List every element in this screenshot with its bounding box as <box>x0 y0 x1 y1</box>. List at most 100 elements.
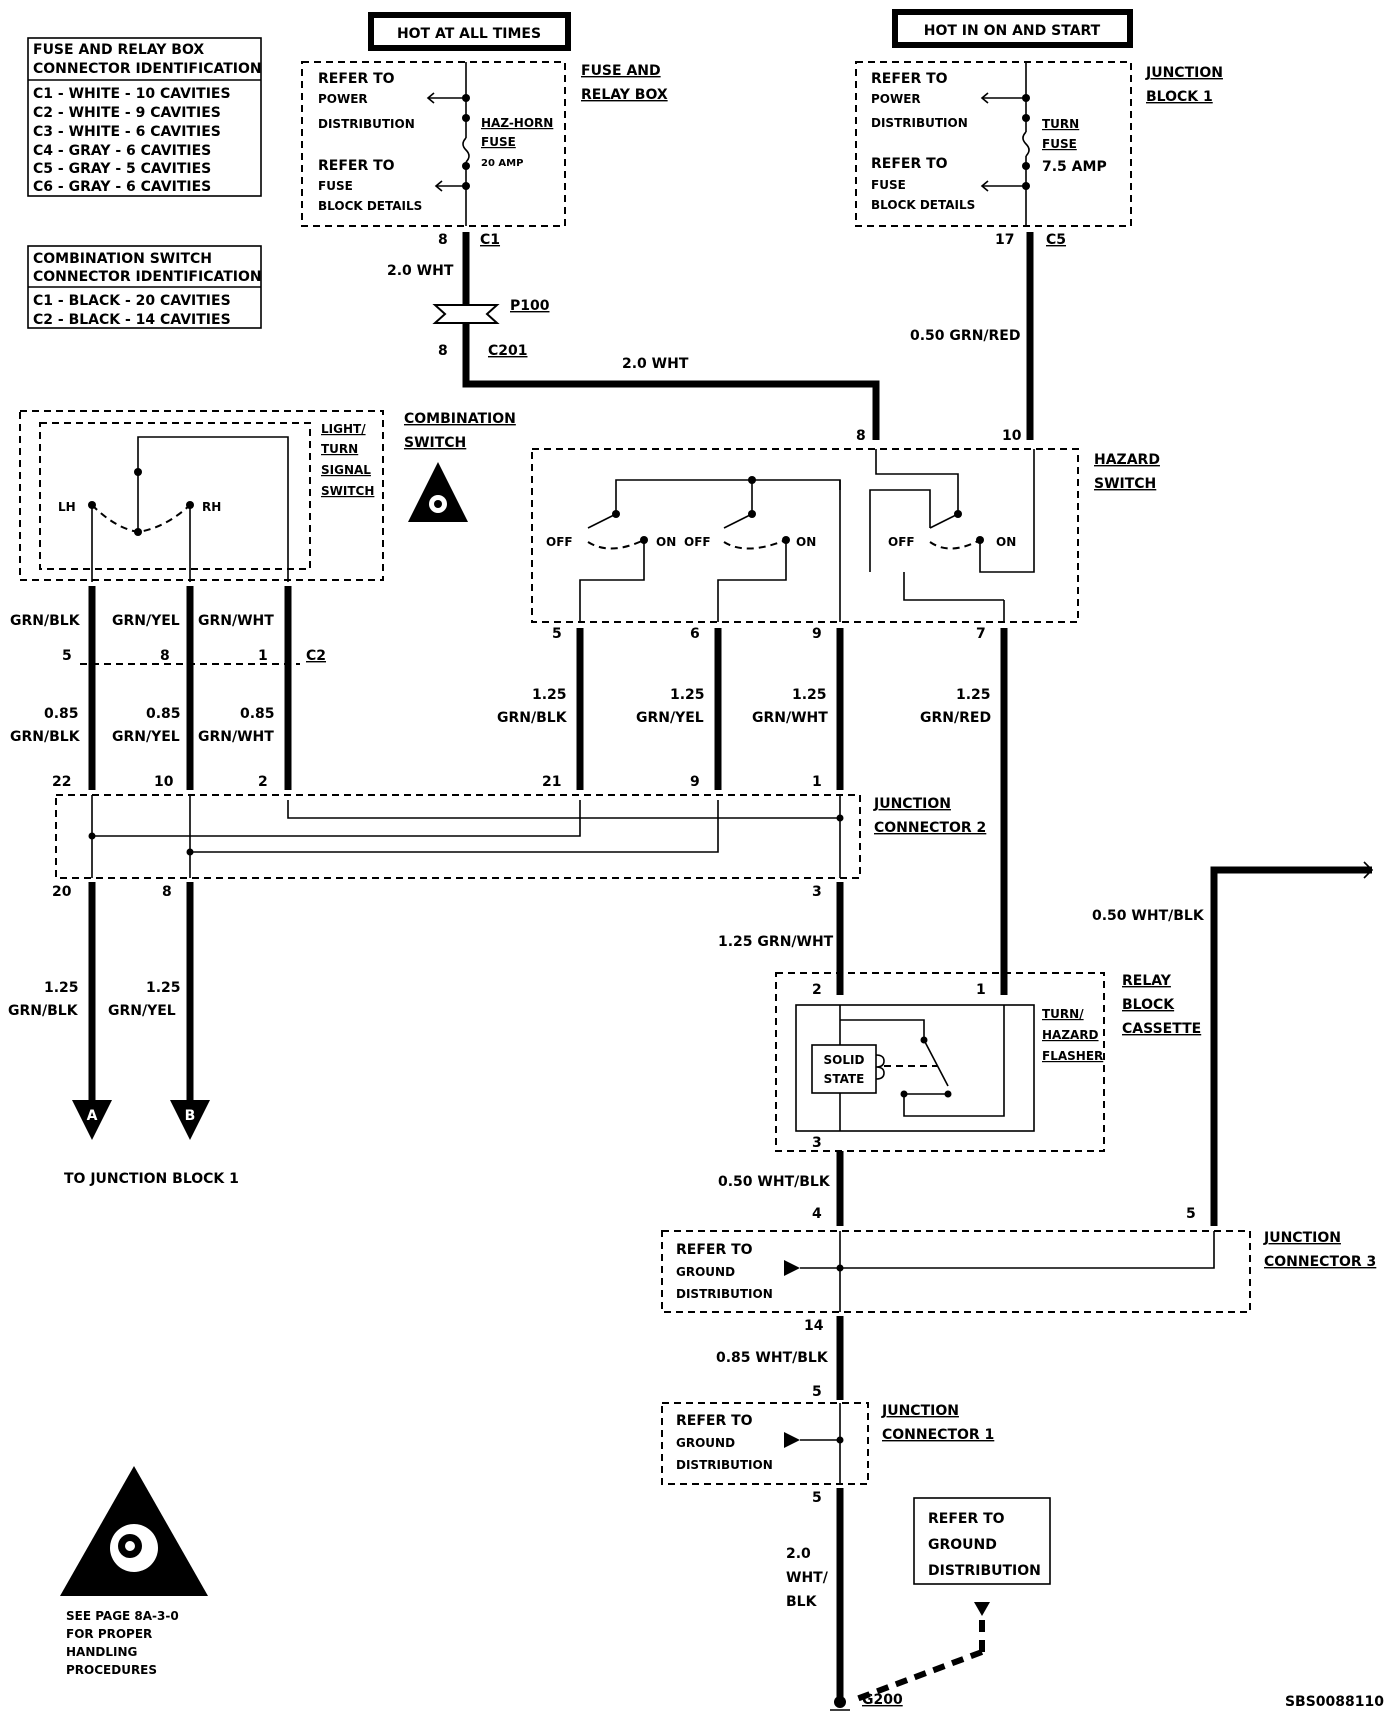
fuse-relay-id-row: C6 - GRAY - 6 CAVITIES <box>33 179 211 195</box>
relay-block-title-1: RELAY <box>1122 973 1172 989</box>
relay-block-title-2: BLOCK <box>1122 997 1175 1013</box>
c201-pin: 8 <box>438 343 448 359</box>
wire-color-label: GRN/WHT <box>198 613 274 629</box>
wire-gauge-label: 0.85 <box>146 706 181 722</box>
p100-splice <box>432 304 500 324</box>
jc1-pin-top: 5 <box>812 1384 822 1400</box>
flasher-label-1: TURN/ <box>1042 1007 1084 1021</box>
jb1-fuse: FUSE <box>871 178 906 192</box>
fuse-relay-box-title-2: RELAY BOX <box>581 87 668 103</box>
jc3-title-1: JUNCTION <box>1263 1230 1341 1246</box>
jc2-title-2: CONNECTOR 2 <box>874 820 986 836</box>
wire-color-label: GRN/YEL <box>108 1003 176 1019</box>
wire-gauge-label: 1.25 <box>44 980 79 996</box>
fuse-box-block-details: BLOCK DETAILS <box>318 199 422 213</box>
arrow-b-label: B <box>185 1108 196 1124</box>
wire-0-50-grn-red-label: 0.50 GRN/RED <box>910 328 1020 344</box>
wire-2-0-wht-label: 2.0 WHT <box>387 263 454 279</box>
hazard-pin-10: 10 <box>1002 428 1022 444</box>
c5-conn: C5 <box>1046 232 1066 248</box>
fuse-relay-id-row: C5 - GRAY - 5 CAVITIES <box>33 161 211 177</box>
turn-signal-switch-outline <box>39 422 311 570</box>
jc2-bottom-pin: 20 <box>52 884 72 900</box>
wire-color-label: GRN/WHT <box>198 729 274 745</box>
jc1-refer-1: REFER TO <box>676 1413 753 1429</box>
fuse-relay-id-row: C3 - WHITE - 6 CAVITIES <box>33 124 221 140</box>
ground-refer-3: DISTRIBUTION <box>928 1563 1041 1579</box>
junction-block-1-title-2: BLOCK 1 <box>1146 89 1213 105</box>
jb1-distribution: DISTRIBUTION <box>871 116 968 130</box>
fuse-relay-id-title-1: FUSE AND RELAY BOX <box>33 42 204 58</box>
wire-gauge-label: 0.85 <box>44 706 79 722</box>
wire-gauge-label: 1.25 <box>956 687 991 703</box>
hazard-on-label: ON <box>656 535 676 549</box>
rh-label: RH <box>202 500 221 514</box>
c2-pin: 8 <box>160 648 170 664</box>
c201-conn: C201 <box>488 343 528 359</box>
ground-refer-2: GROUND <box>928 1537 997 1553</box>
c1-conn: C1 <box>480 232 500 248</box>
hot-at-all-times-label: HOT AT ALL TIMES <box>397 26 541 42</box>
wire-color-label: GRN/YEL <box>112 613 180 629</box>
c2-pin: 1 <box>258 648 268 664</box>
c5-pin: 17 <box>995 232 1014 248</box>
wire-2-0-wht <box>462 232 880 440</box>
junction-block-1-title-1: JUNCTION <box>1145 65 1223 81</box>
wire-color-label: GRN/RED <box>920 710 991 726</box>
arrow-b <box>170 1100 210 1140</box>
fuse-box-refer-to: REFER TO <box>318 71 395 87</box>
airbag-note-line: SEE PAGE 8A-3-0 <box>66 1609 179 1623</box>
hazard-pin-8: 8 <box>856 428 866 444</box>
haz-horn-fuse-label: FUSE <box>481 135 516 149</box>
jb1-block-details: BLOCK DETAILS <box>871 198 975 212</box>
airbag-warning-icon-small <box>408 462 468 522</box>
fuse-relay-id-row: C4 - GRAY - 6 CAVITIES <box>33 143 211 159</box>
jc3-wire-out-label: 0.85 WHT/BLK <box>716 1350 829 1366</box>
wire-color-label: GRN/YEL <box>636 710 704 726</box>
fuse-relay-box-title-1: FUSE AND <box>581 63 661 79</box>
jb1-power: POWER <box>871 92 921 106</box>
hot-at-all-times-box <box>368 12 571 51</box>
haz-horn-fuse-name: HAZ-HORN <box>481 116 553 130</box>
combo-id-row: C2 - BLACK - 14 CAVITIES <box>33 312 231 328</box>
lh-label: LH <box>58 500 76 514</box>
jc1-pin-bottom: 5 <box>812 1490 822 1506</box>
hazard-switch-title-1: HAZARD <box>1094 452 1160 468</box>
airbag-warning-icon-large <box>60 1466 208 1596</box>
flasher-label-2: HAZARD <box>1042 1028 1099 1042</box>
junction-connector-1-outline <box>661 1402 869 1485</box>
hazard-off-label: OFF <box>546 535 573 549</box>
relay-wire-out-label: 0.50 WHT/BLK <box>718 1174 831 1190</box>
fuse-box-refer-to-2: REFER TO <box>318 158 395 174</box>
right-wire-label: 0.50 WHT/BLK <box>1092 908 1205 924</box>
jc2-top-pin: 1 <box>812 774 822 790</box>
c1-pin: 8 <box>438 232 448 248</box>
junction-block-1-outline <box>855 61 1132 227</box>
solid-state-label-1: SOLID <box>824 1053 865 1067</box>
wire-color-label: GRN/WHT <box>752 710 828 726</box>
jc2-bottom-pin: 3 <box>812 884 822 900</box>
jc1-title-1: JUNCTION <box>881 1403 959 1419</box>
airbag-note-line: PROCEDURES <box>66 1663 157 1677</box>
jc1-refer-2: GROUND <box>676 1436 735 1450</box>
light-turn-label-3: SIGNAL <box>321 463 371 477</box>
c2-conn: C2 <box>306 648 326 664</box>
p100-label: P100 <box>510 298 550 314</box>
hazard-on-label: ON <box>796 535 816 549</box>
jc2-title-1: JUNCTION <box>873 796 951 812</box>
hazard-bottom-pin: 7 <box>976 626 986 642</box>
fuse-relay-connector-id-table <box>27 37 262 197</box>
wire-color-label: GRN/YEL <box>112 729 180 745</box>
jc1-title-2: CONNECTOR 1 <box>882 1427 994 1443</box>
turn-fuse-name: TURN <box>1042 117 1079 131</box>
light-turn-label-1: LIGHT/ <box>321 422 366 436</box>
hazard-off-label: OFF <box>888 535 915 549</box>
ground-wire-label-3: BLK <box>786 1594 818 1610</box>
junction-connector-3-outline <box>661 1230 1251 1313</box>
wire-color-label: GRN/BLK <box>8 1003 79 1019</box>
jc3-pin-14: 14 <box>804 1318 824 1334</box>
airbag-note-line: HANDLING <box>66 1645 137 1659</box>
flasher-label-3: FLASHER <box>1042 1049 1103 1063</box>
jb1-refer-to-2: REFER TO <box>871 156 948 172</box>
